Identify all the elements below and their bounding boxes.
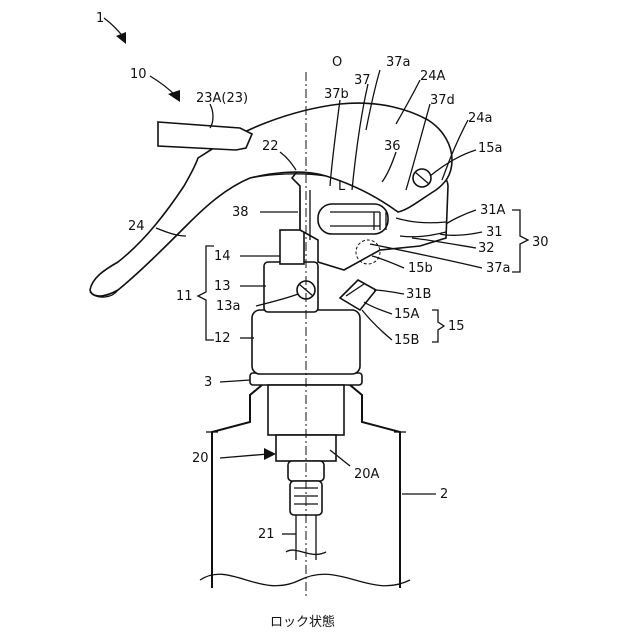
label-20A: 20A <box>354 467 380 482</box>
label-12: 12 <box>214 331 231 346</box>
label-13a: 13a <box>216 299 241 314</box>
label-36: 36 <box>384 139 401 154</box>
label-31A: 31A <box>480 203 506 218</box>
arrow-20 <box>220 454 268 458</box>
label-31: 31 <box>486 225 503 240</box>
label-20: 20 <box>192 451 209 466</box>
label-2: 2 <box>440 487 448 502</box>
label-24: 24 <box>128 219 145 234</box>
label-15A: 15A <box>394 307 420 322</box>
label-37b: 37b <box>324 87 349 102</box>
figure-caption: ロック状態 <box>270 614 335 630</box>
upper-handle <box>158 122 252 150</box>
label-L: L <box>338 179 346 194</box>
label-21: 21 <box>258 527 275 542</box>
brace-15 <box>432 310 444 342</box>
label-37a-top: 37a <box>386 55 411 70</box>
cylinder-upper <box>264 230 318 312</box>
label-15: 15 <box>448 319 465 334</box>
label-10: 10 <box>130 67 147 82</box>
label-13: 13 <box>214 279 231 294</box>
label-38: 38 <box>232 205 249 220</box>
label-23A: 23A(23) <box>196 91 248 106</box>
label-37: 37 <box>354 73 371 88</box>
label-11: 11 <box>176 289 193 304</box>
label-30: 30 <box>532 235 549 250</box>
label-1: 1 <box>96 11 104 26</box>
label-22: 22 <box>262 139 279 154</box>
brace-30 <box>512 210 528 272</box>
label-14: 14 <box>214 249 231 264</box>
label-24a: 24a <box>468 111 493 126</box>
label-24A: 24A <box>420 69 446 84</box>
label-15a: 15a <box>478 141 503 156</box>
brace-11 <box>198 246 214 340</box>
label-3: 3 <box>204 375 212 390</box>
label-37d: 37d <box>430 93 455 108</box>
label-37a-bottom: 37a <box>486 261 511 276</box>
label-15b: 15b <box>408 261 433 276</box>
label-15B: 15B <box>394 333 419 348</box>
label-31B: 31B <box>406 287 431 302</box>
label-32: 32 <box>478 241 495 256</box>
label-O: O <box>332 55 342 70</box>
